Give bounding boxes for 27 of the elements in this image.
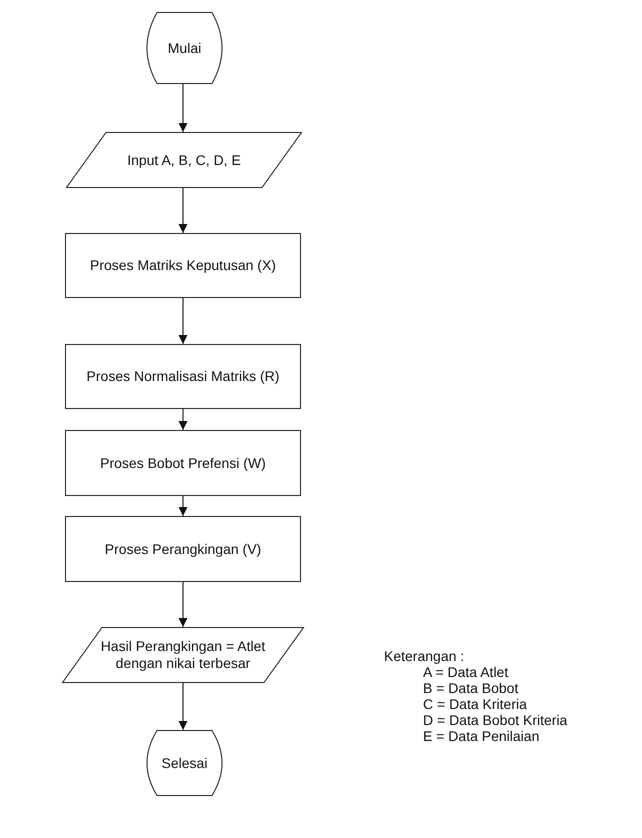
input-output-parallelogram — [66, 132, 302, 188]
arrow — [178, 298, 188, 344]
legend-heading: Keterangan : — [384, 648, 466, 664]
node-label: Mulai — [166, 40, 202, 56]
node-label: Proses Normalisasi Matriks (R) — [86, 368, 280, 385]
legend-entry: B = Data Bobot — [422, 680, 520, 696]
legend-entry: C = Data Kriteria — [422, 696, 528, 712]
node-label: Selesai — [160, 754, 208, 772]
arrow — [178, 496, 188, 516]
arrow — [178, 408, 188, 430]
process-box — [65, 233, 301, 298]
arrow — [178, 188, 188, 234]
node-label: Input A, B, C, D, E — [126, 152, 242, 168]
legend-entry: D = Data Bobot Kriteria — [422, 712, 568, 728]
process-box — [65, 516, 301, 582]
node-label: Proses Matriks Keputusan (X) — [89, 257, 277, 274]
legend-entry: E = Data Penilaian — [422, 728, 540, 744]
node-label: Hasil Perangkingan = Atlet dengan nikai terbesar — [100, 638, 266, 672]
process-box — [65, 344, 301, 409]
node-label: Proses Perangkingan (V) — [104, 540, 262, 558]
node-label: Proses Bobot Prefensi (W) — [99, 454, 267, 472]
arrow — [178, 84, 188, 132]
process-box — [65, 430, 301, 496]
arrow — [178, 582, 188, 628]
arrow — [178, 682, 188, 730]
legend-entry: A = Data Atlet — [422, 664, 510, 680]
input-output-parallelogram — [62, 627, 304, 683]
